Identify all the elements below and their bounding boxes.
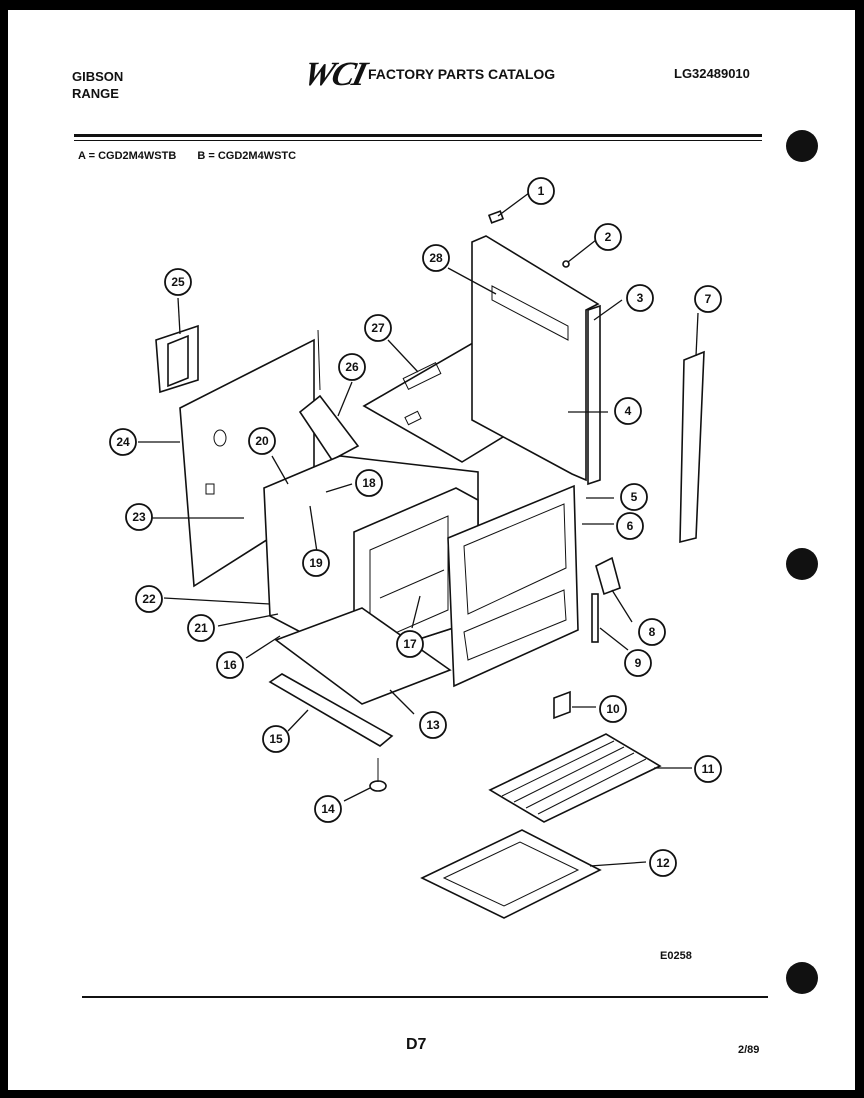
svg-text:4: 4 (625, 404, 632, 418)
callout-11: 11 (694, 755, 722, 783)
svg-text:25: 25 (171, 275, 185, 289)
callout-12: 12 (649, 849, 677, 877)
figure-code: E0258 (660, 950, 692, 962)
part-clip (487, 210, 505, 224)
svg-text:8: 8 (649, 625, 656, 639)
callout-18: 18 (355, 469, 383, 497)
callout-2: 2 (594, 223, 622, 251)
model-b: B = CGD2M4WSTC (197, 150, 297, 162)
brand-name: GIBSON (72, 69, 124, 84)
part-side-trim (679, 350, 705, 544)
svg-text:16: 16 (223, 658, 237, 672)
part-front-frame (447, 484, 579, 688)
part-bracket (155, 324, 199, 394)
callout-21: 21 (187, 614, 215, 642)
callout-24: 24 (109, 428, 137, 456)
callout-7: 7 (694, 285, 722, 313)
part-trim-strip (587, 304, 601, 486)
part-oven-bottom (274, 607, 452, 705)
callout-9: 9 (624, 649, 652, 677)
svg-text:13: 13 (426, 718, 440, 732)
svg-text:15: 15 (269, 732, 283, 746)
svg-text:18: 18 (362, 476, 376, 490)
callout-4: 4 (614, 397, 642, 425)
catalog-title: FACTORY PARTS CATALOG (368, 66, 556, 82)
callout-20: 20 (248, 427, 276, 455)
svg-text:24: 24 (116, 435, 130, 449)
exploded-parts-diagram: 1 2 3 4 5 6 7 8 9 10 11 12 13 14 15 16 1… (109, 177, 722, 919)
binder-hole-middle (786, 548, 818, 580)
svg-text:6: 6 (627, 519, 634, 533)
svg-text:20: 20 (255, 434, 269, 448)
svg-text:5: 5 (631, 490, 638, 504)
model-list: A = CGD2M4WSTB B = CGD2M4WSTC (78, 150, 314, 162)
callout-28: 28 (422, 244, 450, 272)
callout-16: 16 (216, 651, 244, 679)
header-rule-thin (74, 140, 762, 141)
part-screw (562, 260, 570, 268)
svg-text:28: 28 (429, 251, 443, 265)
callout-6: 6 (616, 512, 644, 540)
part-oven-cavity (263, 455, 479, 662)
part-kick-plate (268, 673, 394, 747)
svg-text:19: 19 (309, 556, 323, 570)
svg-text:23: 23 (132, 510, 146, 524)
binder-hole-top (786, 130, 818, 162)
callout-13: 13 (419, 711, 447, 739)
part-vent (298, 394, 360, 462)
part-leveling-leg (369, 758, 387, 792)
part-hinge (595, 556, 621, 596)
product-type: RANGE (72, 86, 119, 101)
document-number: LG32489010 (674, 66, 750, 81)
callout-23: 23 (125, 503, 153, 531)
svg-text:26: 26 (345, 360, 359, 374)
part-light-lens (553, 690, 571, 720)
page-number: D7 (406, 1036, 427, 1053)
callout-8: 8 (638, 618, 666, 646)
callout-25: 25 (164, 268, 192, 296)
callout-14: 14 (314, 795, 342, 823)
part-broiler-pan (420, 829, 602, 919)
svg-text:2: 2 (605, 230, 612, 244)
callout-15: 15 (262, 725, 290, 753)
svg-text:10: 10 (606, 702, 620, 716)
callout-17: 17 (396, 630, 424, 658)
callout-22: 22 (135, 585, 163, 613)
svg-text:17: 17 (403, 637, 417, 651)
header-rule (74, 134, 762, 137)
callout-3: 3 (626, 284, 654, 312)
catalog-page: GIBSON RANGE WCI FACTORY PARTS CATALOG L… (8, 10, 855, 1090)
callout-leaders (138, 192, 699, 867)
svg-text:22: 22 (142, 592, 156, 606)
callout-19: 19 (302, 549, 330, 577)
part-back-panel (471, 235, 600, 482)
binder-hole-bottom (786, 962, 818, 994)
svg-text:27: 27 (371, 321, 385, 335)
model-a: A = CGD2M4WSTB (78, 150, 177, 162)
callout-1: 1 (527, 177, 555, 205)
callout-10: 10 (599, 695, 627, 723)
svg-text:11: 11 (702, 762, 715, 776)
svg-text:21: 21 (194, 621, 208, 635)
revision-date: 2/89 (738, 1044, 760, 1056)
callout-27: 27 (364, 314, 392, 342)
svg-text:9: 9 (635, 656, 642, 670)
footer-rule (82, 996, 768, 998)
callout-5: 5 (620, 483, 648, 511)
svg-text:1: 1 (538, 184, 545, 198)
svg-text:12: 12 (656, 856, 670, 870)
svg-text:3: 3 (637, 291, 644, 305)
svg-text:7: 7 (705, 292, 712, 306)
part-hinge-spring (591, 593, 599, 643)
svg-text:14: 14 (321, 802, 335, 816)
callout-26: 26 (338, 353, 366, 381)
part-oven-rack (488, 733, 662, 823)
